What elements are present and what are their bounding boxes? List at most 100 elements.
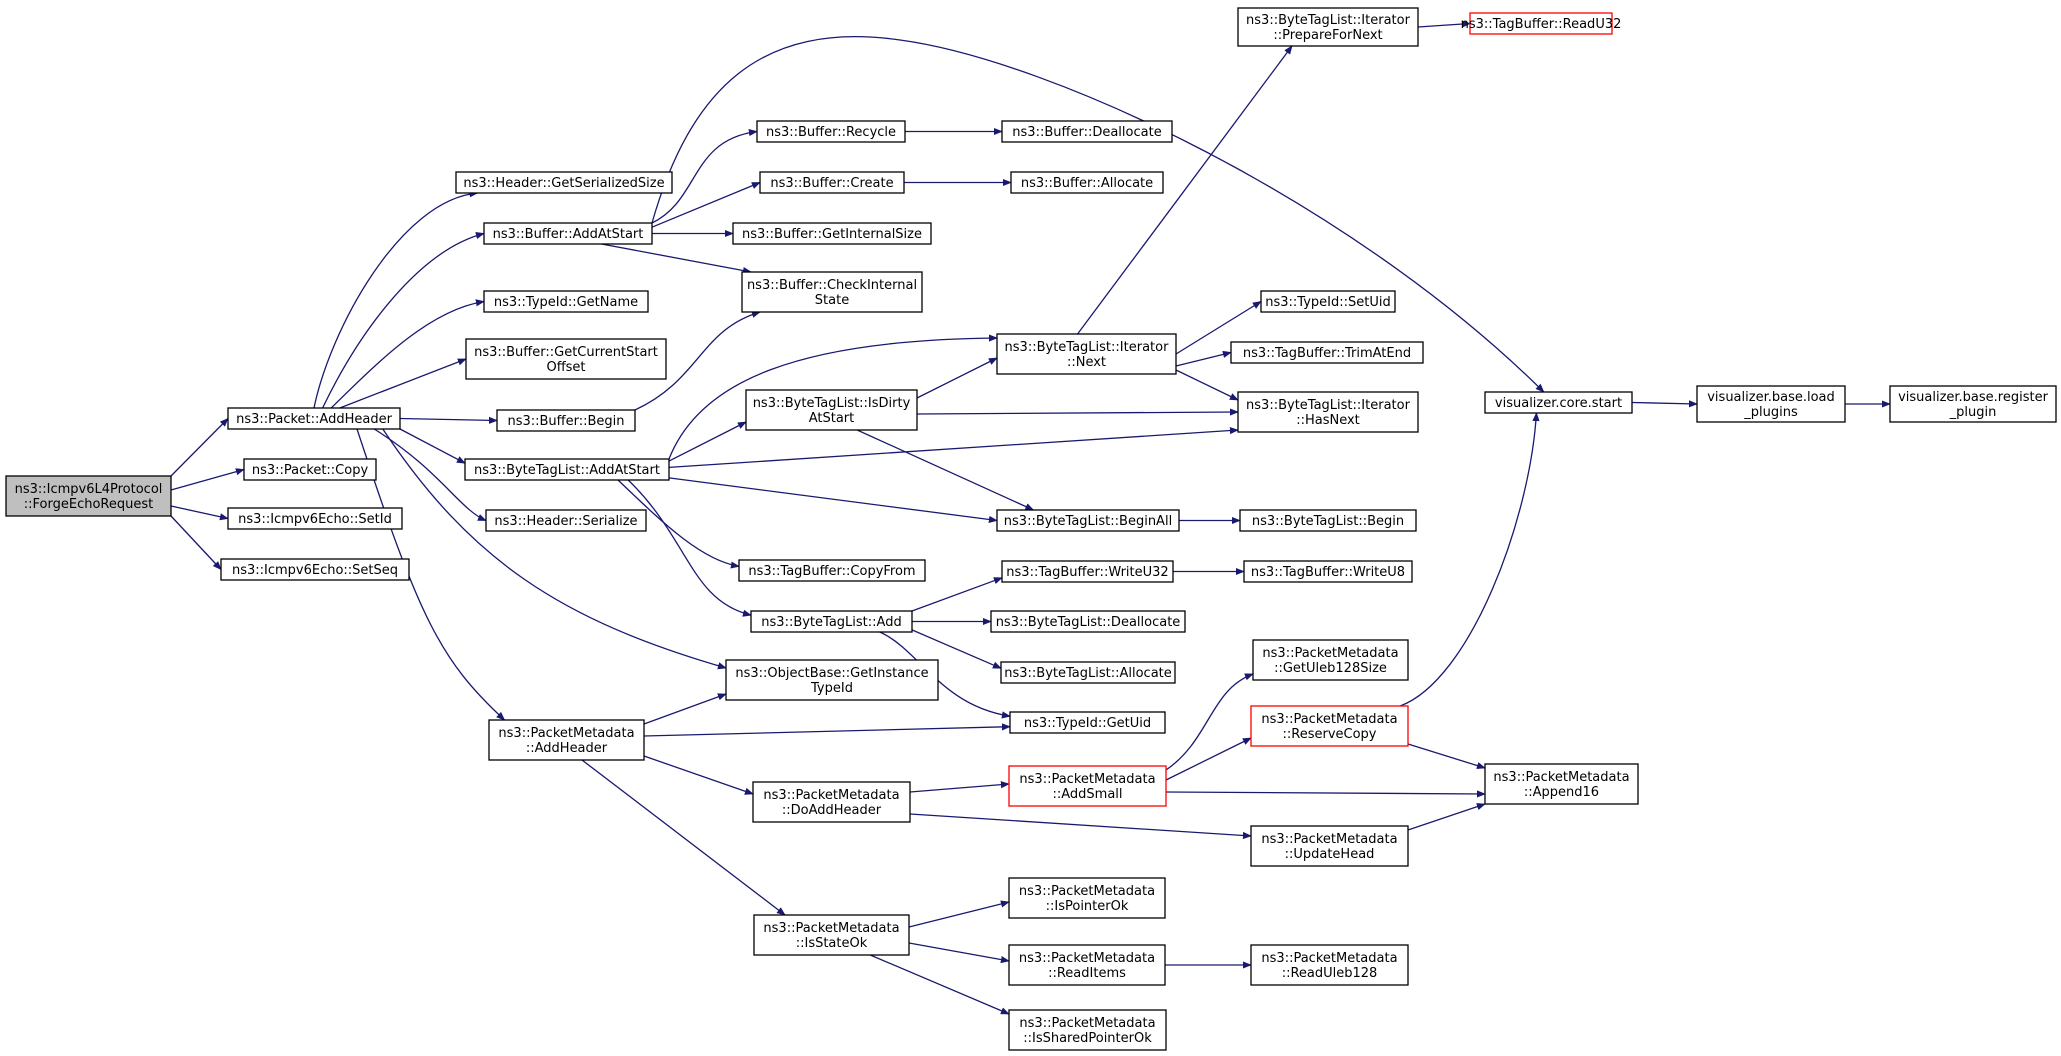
node-setuid[interactable]: ns3::TypeId::SetUid: [1260, 290, 1396, 313]
edge-isstateok-to-issharedok: [869, 954, 1010, 1015]
node-box: [1009, 711, 1166, 734]
node-setid[interactable]: ns3::Icmpv6Echo::SetId: [227, 507, 403, 530]
node-label: ns3::PacketMetadata: [1261, 712, 1397, 727]
node-label: ns3::ByteTagList::Add: [761, 615, 901, 630]
node-create[interactable]: ns3::Buffer::Create: [759, 171, 905, 194]
node-recycle[interactable]: ns3::Buffer::Recycle: [756, 120, 906, 143]
node-alloc[interactable]: ns3::Buffer::Allocate: [1010, 171, 1164, 194]
node-label: ::HasNext: [1296, 413, 1360, 428]
edge-isstateok-to-readitems: [908, 942, 1010, 964]
node-label: ns3::TypeId::GetUid: [1024, 716, 1151, 731]
node-box: [5, 475, 172, 517]
node-gsersize[interactable]: ns3::Header::GetSerializedSize: [455, 171, 673, 194]
node-label: ns3::Header::GetSerializedSize: [463, 176, 664, 191]
node-label: ns3::TagBuffer::WriteU32: [1006, 565, 1168, 580]
node-itnext[interactable]: ns3::ByteTagList::Iterator::Next: [996, 333, 1177, 375]
node-doaddheader[interactable]: ns3::PacketMetadata::DoAddHeader: [752, 781, 911, 823]
node-isstateok[interactable]: ns3::PacketMetadata::IsStateOk: [753, 914, 910, 956]
node-vbload[interactable]: visualizer.base.load_plugins: [1696, 385, 1846, 423]
node-box: [752, 781, 911, 823]
edge-addsmall-to-getuleb: [1165, 673, 1254, 771]
node-forge[interactable]: ns3::Icmpv6L4Protocol::ForgeEchoRequest: [5, 475, 172, 517]
node-ispointerok[interactable]: ns3::PacketMetadata::IsPointerOk: [1008, 877, 1166, 919]
node-box: [1250, 944, 1409, 986]
node-readitems[interactable]: ns3::PacketMetadata::ReadItems: [1008, 944, 1166, 986]
node-box: [1260, 290, 1396, 313]
node-setseq[interactable]: ns3::Icmpv6Echo::SetSeq: [220, 558, 410, 581]
node-reservecopy[interactable]: ns3::PacketMetadata::ReserveCopy: [1250, 705, 1409, 747]
node-label: ::ForgeEchoRequest: [24, 497, 153, 512]
node-readuleb[interactable]: ns3::PacketMetadata::ReadUleb128: [1250, 944, 1409, 986]
node-box: [1243, 560, 1413, 583]
node-label: ns3::ByteTagList::Iterator: [1246, 13, 1411, 28]
edge-itnext-to-setuid: [1175, 300, 1262, 355]
node-box: [745, 389, 918, 431]
node-vcstart[interactable]: visualizer.core.start: [1484, 391, 1633, 414]
edges-layer: [170, 20, 1891, 1015]
node-label: ns3::PacketMetadata: [1261, 832, 1397, 847]
node-addsmall[interactable]: ns3::PacketMetadata::AddSmall: [1008, 765, 1167, 807]
node-dealloc[interactable]: ns3::Buffer::Deallocate: [1001, 120, 1173, 143]
node-label: ns3::Buffer::Recycle: [766, 125, 896, 140]
node-vbregister[interactable]: visualizer.base.register_plugin: [1889, 385, 2057, 423]
node-getuid[interactable]: ns3::TypeId::GetUid: [1009, 711, 1166, 734]
edge-bufaddstart-to-vcstart: [651, 36, 1545, 393]
node-pmaddheader[interactable]: ns3::PacketMetadata::AddHeader: [488, 719, 645, 761]
edge-addheader-to-bufbegin: [399, 416, 498, 424]
node-hasnext[interactable]: ns3::ByteTagList::Iterator::HasNext: [1237, 391, 1419, 433]
node-bufaddstart[interactable]: ns3::Buffer::AddAtStart: [483, 222, 653, 245]
node-trimatend[interactable]: ns3::TagBuffer::TrimAtEnd: [1230, 341, 1424, 364]
edge-prepnext-to-readu32: [1417, 20, 1471, 28]
node-label: State: [815, 293, 849, 308]
node-box: [243, 458, 377, 481]
node-writeu32[interactable]: ns3::TagBuffer::WriteU32: [1001, 560, 1174, 583]
node-copy[interactable]: ns3::Packet::Copy: [243, 458, 377, 481]
node-append16[interactable]: ns3::PacketMetadata::Append16: [1484, 763, 1639, 805]
node-getuleb[interactable]: ns3::PacketMetadata::GetUleb128Size: [1252, 639, 1409, 681]
node-readu32[interactable]: ns3::TagBuffer::ReadU32: [1461, 12, 1622, 35]
node-box: [732, 222, 932, 245]
node-label: ns3::TagBuffer::ReadU32: [1461, 17, 1622, 32]
node-box: [1008, 1009, 1167, 1051]
node-btlalloc[interactable]: ns3::ByteTagList::Allocate: [1000, 661, 1176, 684]
node-btldealloc[interactable]: ns3::ByteTagList::Deallocate: [990, 610, 1186, 633]
node-hdrserialize[interactable]: ns3::Header::Serialize: [485, 509, 647, 532]
node-getinternal[interactable]: ns3::Buffer::GetInternalSize: [732, 222, 932, 245]
node-btladdstart[interactable]: ns3::ByteTagList::AddAtStart: [464, 458, 670, 481]
node-label: ns3::TagBuffer::CopyFrom: [748, 564, 915, 579]
node-writeu8[interactable]: ns3::TagBuffer::WriteU8: [1243, 560, 1413, 583]
node-btladd[interactable]: ns3::ByteTagList::Add: [750, 610, 913, 633]
node-btlbegin[interactable]: ns3::ByteTagList::Begin: [1239, 509, 1417, 532]
node-label: ns3::Header::Serialize: [494, 514, 637, 529]
node-bufbegin[interactable]: ns3::Buffer::Begin: [496, 409, 636, 432]
node-box: [738, 559, 926, 582]
node-label: ns3::Buffer::AddAtStart: [493, 227, 644, 242]
node-addheader[interactable]: ns3::Packet::AddHeader: [227, 407, 401, 430]
node-prepnext[interactable]: ns3::ByteTagList::Iterator::PrepareForNe…: [1237, 7, 1419, 47]
node-label: visualizer.base.load: [1707, 390, 1835, 405]
node-label: ns3::PacketMetadata: [1493, 770, 1629, 785]
node-box: [1469, 12, 1613, 35]
node-updatehead[interactable]: ns3::PacketMetadata::UpdateHead: [1250, 825, 1409, 867]
node-issharedok[interactable]: ns3::PacketMetadata::IsSharedPointerOk: [1008, 1009, 1167, 1051]
node-label: ns3::Buffer::Begin: [507, 414, 624, 429]
node-gettypename[interactable]: ns3::TypeId::GetName: [483, 290, 649, 313]
node-box: [227, 407, 401, 430]
node-label: ::Next: [1067, 355, 1106, 370]
node-box: [1696, 385, 1846, 423]
node-label: ns3::PacketMetadata: [498, 726, 634, 741]
node-beginall[interactable]: ns3::ByteTagList::BeginAll: [996, 509, 1180, 532]
edge-addheader-to-bufaddstart: [322, 232, 485, 409]
node-label: ns3::PacketMetadata: [1019, 772, 1155, 787]
node-box: [1008, 944, 1166, 986]
node-box: [1250, 705, 1409, 747]
node-box: [1010, 171, 1164, 194]
node-label: ns3::TagBuffer::WriteU8: [1251, 565, 1405, 580]
node-label: ns3::Buffer::GetCurrentStart: [474, 345, 658, 360]
node-copyfrom[interactable]: ns3::TagBuffer::CopyFrom: [738, 559, 926, 582]
node-box: [455, 171, 673, 194]
